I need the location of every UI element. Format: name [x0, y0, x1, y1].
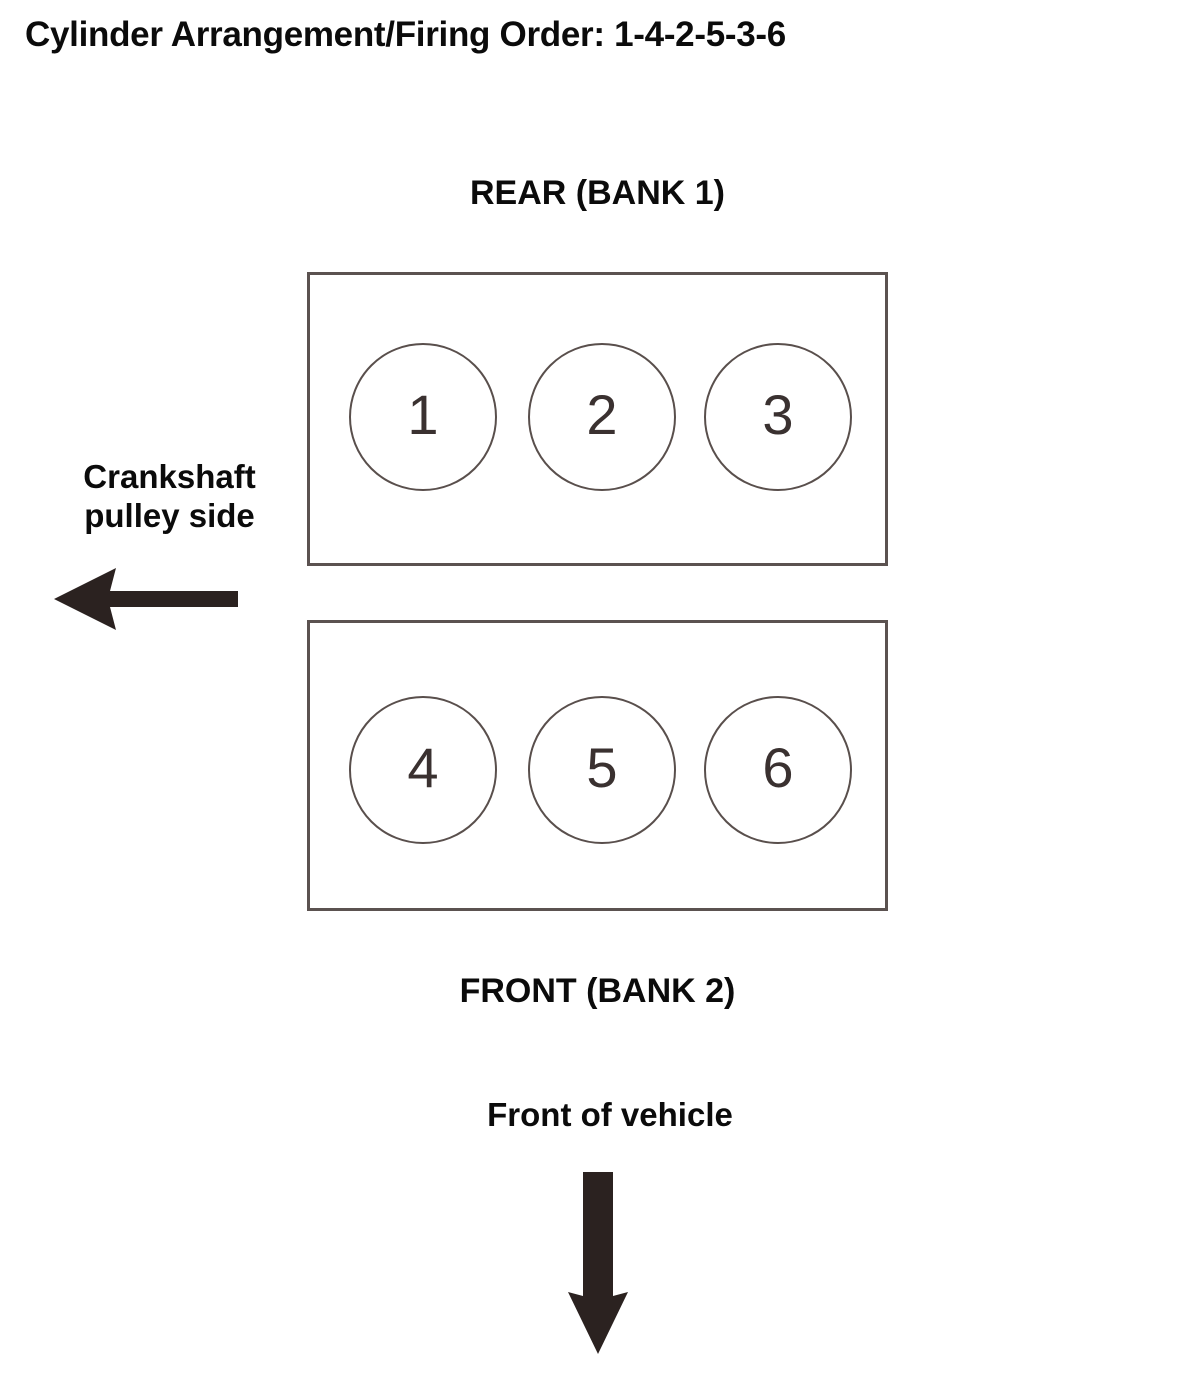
cylinder-3[interactable]: 3 [704, 343, 852, 491]
crankshaft-label-line2: pulley side [84, 496, 255, 534]
arrow-down-icon [568, 1172, 628, 1354]
page-title: Cylinder Arrangement/Firing Order: 1-4-2… [25, 15, 786, 54]
bank1-caption: REAR (BANK 1) [470, 174, 725, 212]
cylinder-1-number: 1 [407, 383, 439, 446]
cylinder-2-number: 2 [586, 383, 618, 446]
cylinder-1[interactable]: 1 [349, 343, 497, 491]
cylinder-5[interactable]: 5 [528, 696, 676, 844]
bank2-cylinder-row: 4 5 6 [310, 623, 885, 908]
bank1-box: 1 2 3 [307, 272, 888, 566]
cylinder-4[interactable]: 4 [349, 696, 497, 844]
cylinder-3-number: 3 [762, 383, 794, 446]
cylinder-6[interactable]: 6 [704, 696, 852, 844]
front-of-vehicle-label: Front of vehicle [487, 1096, 733, 1133]
cylinder-5-number: 5 [586, 736, 618, 799]
cylinder-6-number: 6 [762, 736, 794, 799]
cylinder-2[interactable]: 2 [528, 343, 676, 491]
cylinder-4-number: 4 [407, 736, 439, 799]
bank2-box: 4 5 6 [307, 620, 888, 911]
bank1-cylinder-row: 1 2 3 [310, 275, 885, 563]
bank2-caption: FRONT (BANK 2) [459, 972, 736, 1010]
arrow-left-icon [54, 568, 238, 630]
crankshaft-pulley-side-label: Crankshaft pulley side [42, 458, 297, 536]
crankshaft-label-line1: Crankshaft [83, 458, 256, 495]
